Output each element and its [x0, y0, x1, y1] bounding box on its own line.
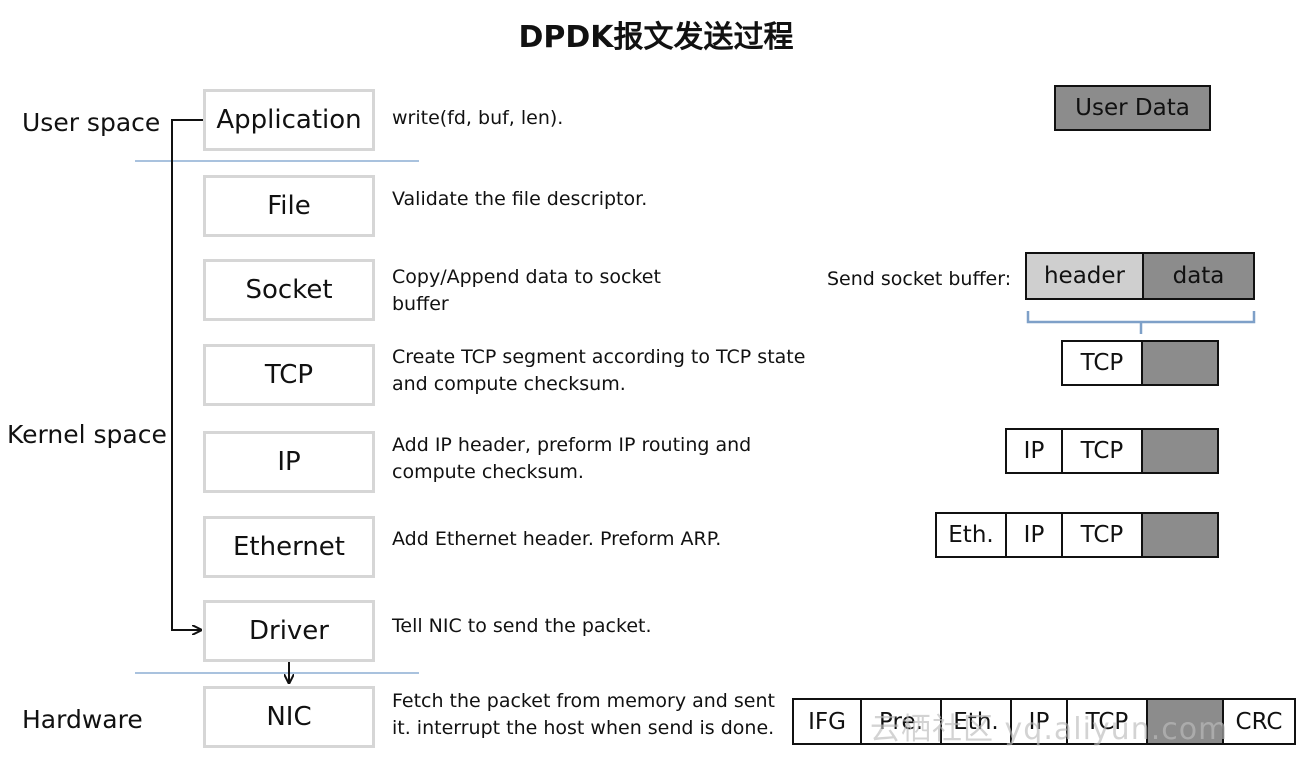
syscall-path-arrow: [171, 119, 203, 630]
layer-socket: Socket: [203, 259, 375, 321]
wire-frame-ifg: IFG: [792, 698, 862, 745]
desc-driver: Tell NIC to send the packet.: [392, 613, 652, 640]
socket-buffer-label: Send socket buffer:: [827, 268, 1012, 290]
user-data-block: User Data: [1054, 85, 1211, 131]
eth-frame-ip-header: IP: [1005, 512, 1063, 558]
desc-nic-line-2: it. interrupt the host when send is done…: [392, 717, 775, 739]
layer-file: File: [203, 175, 375, 237]
eth-frame-tcp-header: TCP: [1061, 512, 1143, 558]
socket-buffer-brace: [1026, 311, 1256, 334]
layer-tcp: TCP: [203, 344, 375, 406]
desc-socket-line-2: buffer: [392, 293, 449, 315]
desc-ethernet-line: Add Ethernet header. Preform ARP.: [392, 528, 722, 550]
desc-nic-line-1: Fetch the packet from memory and sent: [392, 690, 775, 712]
eth-frame-eth-header: Eth.: [935, 512, 1007, 558]
ip-packet-payload: [1141, 428, 1219, 474]
desc-file: Validate the file descriptor.: [392, 186, 647, 213]
kernel-hardware-separator: [135, 672, 419, 674]
desc-application-line: write(fd, buf, len).: [392, 107, 564, 129]
socket-buffer-header: header: [1025, 252, 1144, 300]
tcp-segment-tcp-header: TCP: [1061, 340, 1143, 386]
layer-driver: Driver: [203, 600, 375, 662]
desc-ip-line-1: Add IP header, preform IP routing and: [392, 434, 752, 456]
layer-nic: NIC: [203, 686, 375, 748]
desc-tcp-line-1: Create TCP segment according to TCP stat…: [392, 346, 806, 368]
socket-buffer-data: data: [1142, 252, 1255, 300]
wire-frame-payload: [1146, 698, 1224, 745]
desc-application: write(fd, buf, len).: [392, 105, 563, 132]
kernel-space-label: Kernel space: [7, 420, 167, 449]
user-kernel-separator: [135, 160, 419, 162]
desc-file-line: Validate the file descriptor.: [392, 188, 648, 210]
wire-frame-tcp-header: TCP: [1066, 698, 1148, 745]
ip-packet-ip-header: IP: [1005, 428, 1063, 474]
desc-tcp-line-2: and compute checksum.: [392, 373, 626, 395]
desc-ip: Add IP header, preform IP routing and co…: [392, 432, 751, 486]
ip-packet-tcp-header: TCP: [1061, 428, 1143, 474]
tcp-segment-payload: [1141, 340, 1219, 386]
desc-socket-line-1: Copy/Append data to socket: [392, 266, 661, 288]
desc-nic: Fetch the packet from memory and sent it…: [392, 688, 775, 742]
eth-frame-payload: [1141, 512, 1219, 558]
desc-tcp: Create TCP segment according to TCP stat…: [392, 344, 805, 398]
layer-application: Application: [203, 89, 375, 151]
desc-ethernet: Add Ethernet header. Preform ARP.: [392, 526, 721, 553]
wire-frame-eth-header: Eth.: [940, 698, 1012, 745]
desc-driver-line: Tell NIC to send the packet.: [392, 615, 652, 637]
diagram-title: DPDK报文发送过程: [518, 20, 794, 55]
desc-socket: Copy/Append data to socket buffer: [392, 264, 661, 318]
wire-frame-preamble: Pre.: [860, 698, 942, 745]
layer-ip: IP: [203, 431, 375, 493]
layer-ethernet: Ethernet: [203, 516, 375, 578]
hardware-label: Hardware: [22, 705, 143, 734]
desc-ip-line-2: compute checksum.: [392, 461, 584, 483]
wire-frame-crc: CRC: [1222, 698, 1296, 745]
watermark: 云栖社区 yq.aliyun.com: [870, 712, 1229, 747]
user-space-label: User space: [22, 108, 161, 137]
